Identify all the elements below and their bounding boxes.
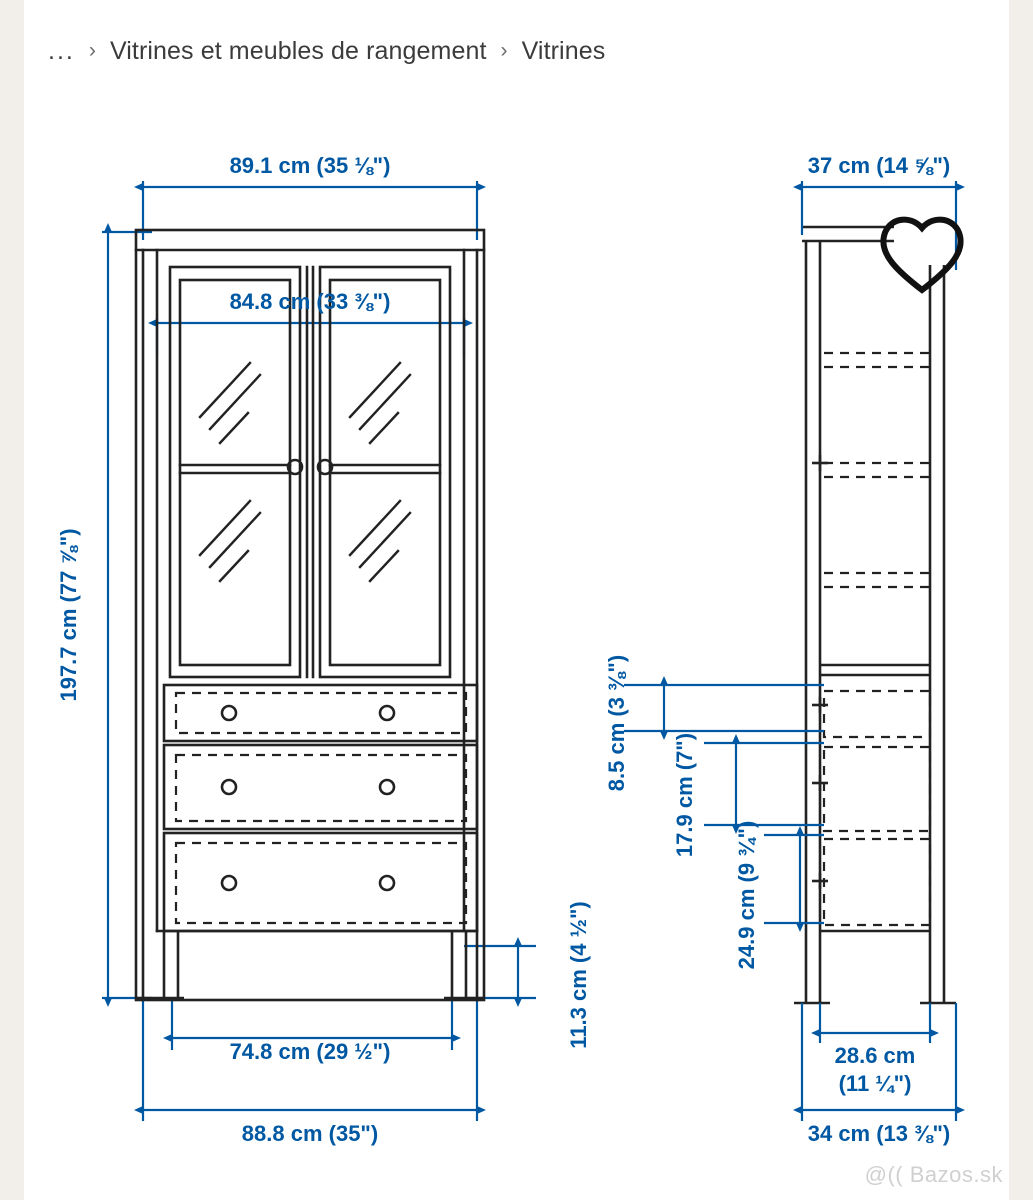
breadcrumb-item-vitrines-et-meubles-de-rangement[interactable]: Vitrines et meubles de rangement bbox=[109, 36, 487, 65]
breadcrumb-separator-2: › bbox=[500, 39, 508, 62]
label-side-top: 37 cm (14 ⅝") bbox=[808, 153, 951, 178]
dimension-drawing-svg: 89.1 cm (35 ⅛") 84.8 cm (33 ⅜") 74.8 cm … bbox=[56, 153, 965, 1146]
label-front-height: 197.7 cm (77 ⅞") bbox=[56, 528, 81, 701]
label-front-top-inner: 84.8 cm (33 ⅜") bbox=[230, 289, 391, 314]
left-background-strip bbox=[0, 0, 24, 1200]
label-side-bottom-inner-2: (11 ¼") bbox=[839, 1071, 912, 1096]
front-view-drawer-knobs bbox=[136, 704, 484, 1000]
front-view-drawer-dashed bbox=[174, 691, 468, 925]
watermark: @(( Bazos.sk bbox=[864, 1162, 1003, 1187]
label-front-top-outer: 89.1 cm (35 ⅛") bbox=[230, 153, 391, 178]
right-background-strip bbox=[1009, 0, 1033, 1200]
label-side-drawer-1: 8.5 cm (3 ⅜") bbox=[604, 655, 629, 791]
side-view-dashed-shelves bbox=[822, 351, 932, 927]
label-front-bottom-inner: 74.8 cm (29 ½") bbox=[230, 1039, 391, 1064]
breadcrumb-ellipsis[interactable]: ... bbox=[48, 36, 75, 65]
breadcrumb-separator-1: › bbox=[88, 39, 96, 62]
dimension-drawing: 89.1 cm (35 ⅛") 84.8 cm (33 ⅜") 74.8 cm … bbox=[24, 95, 1009, 1200]
heart-icon[interactable] bbox=[880, 216, 964, 294]
side-view-cabinet bbox=[794, 225, 956, 1005]
breadcrumb: ... › Vitrines et meubles de rangement ›… bbox=[48, 28, 605, 74]
label-side-bottom-inner-1: 28.6 cm bbox=[835, 1043, 916, 1068]
label-front-bottom-outer: 88.8 cm (35") bbox=[242, 1121, 378, 1146]
dimension-lines-side bbox=[624, 181, 965, 1121]
label-side-bottom-outer: 34 cm (13 ⅜") bbox=[808, 1121, 951, 1146]
label-front-leg-height: 11.3 cm (4 ½") bbox=[566, 901, 591, 1048]
front-view-cabinet bbox=[134, 228, 486, 1002]
breadcrumb-item-vitrines[interactable]: Vitrines bbox=[521, 36, 606, 65]
label-side-drawer-2: 17.9 cm (7") bbox=[672, 733, 697, 857]
label-side-drawer-3: 24.9 cm (9 ¾") bbox=[734, 821, 759, 970]
dimension-lines-front bbox=[102, 181, 536, 1121]
dimension-labels: 89.1 cm (35 ⅛") 84.8 cm (33 ⅜") 74.8 cm … bbox=[56, 153, 950, 1146]
